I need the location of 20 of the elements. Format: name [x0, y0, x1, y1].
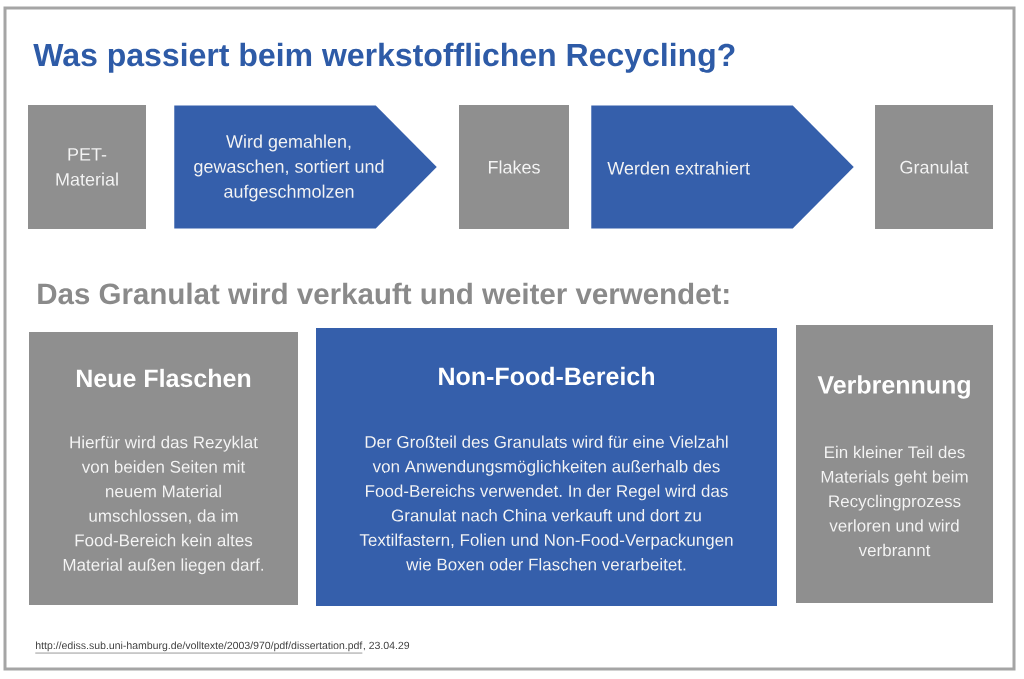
date-text: , 23.04.29: [363, 641, 410, 651]
edge-label: Werden extrahiert: [607, 161, 750, 175]
block-arrow: [591, 105, 854, 229]
info-card: [796, 325, 993, 603]
card-heading: Non-Food-Bereich: [439, 366, 654, 386]
process-box: Flakes: [459, 105, 569, 229]
process-box: Granulat: [875, 105, 993, 229]
edge-label: Wird gemahlen, gewaschen, sortiert und aufgeschmolzen: [194, 134, 384, 202]
section-heading: Das Granulat wird verkauft und weiter verwendet:: [38, 282, 729, 305]
card-text: Ein kleiner Teil des Materials geht beim Recyclingprozess verloren und wird verbrannt: [821, 445, 968, 557]
card-heading: Verbrennung: [817, 375, 970, 399]
block-arrow: [174, 105, 437, 229]
card-heading: Neue Flaschen: [76, 368, 251, 388]
card-text: Hierfür wird das Rezyklat von beiden Seiten mit neuem Material umschlossen, da im Food-Bereich kein altes Material außen liegen darf.: [63, 435, 263, 575]
source-link: http://ediss.sub.uni-hamburg.de/volltexte/2003/970/pdf/dissertation.pdf: [35, 641, 363, 654]
process-box: PET-Material: [28, 105, 146, 229]
card-text: Der Großteil des Granulats wird für eine Vielzahl von Anwendungsmöglichkeiten außerhalb des Food-Bereichs verwendet. In der Regel wird das Granulat nach China verkauft und dort zu Textilfastern, Folien und Non-Food-Verpackungen wie Boxen oder Flaschen verarbeitet.: [359, 435, 733, 571]
title: Was passiert beim werkstofflichen Recycling?: [33, 42, 735, 73]
info-card: [29, 332, 298, 605]
info-card: [316, 328, 777, 606]
